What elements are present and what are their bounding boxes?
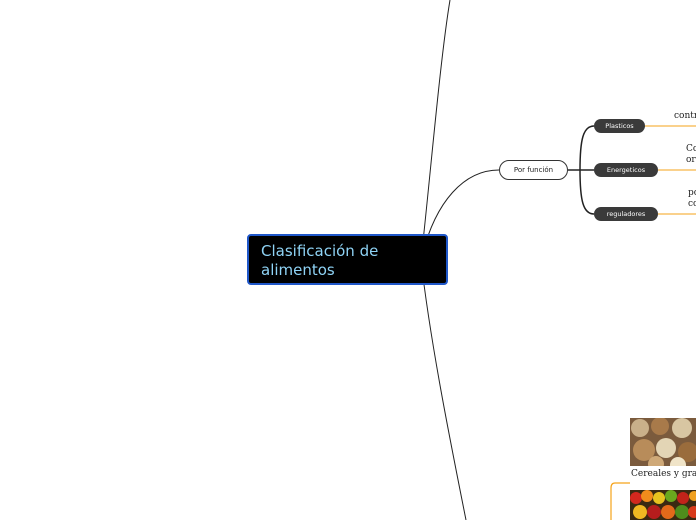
grains-caption: Cereales y grand bbox=[631, 469, 696, 479]
topic-por-funcion[interactable]: Por función bbox=[499, 160, 568, 180]
note-energeticos: Co or bbox=[686, 144, 696, 165]
note-plasticos: contr bbox=[674, 111, 696, 121]
subtopic-reguladores[interactable]: reguladores bbox=[594, 207, 658, 221]
subtopic-energeticos[interactable]: Energeticos bbox=[594, 163, 658, 177]
note-reguladores: po co bbox=[688, 188, 696, 209]
fruits-image bbox=[630, 490, 696, 520]
root-topic[interactable]: Clasificación de alimentos bbox=[247, 234, 448, 285]
grains-image bbox=[630, 418, 696, 466]
subtopic-plasticos[interactable]: Plasticos bbox=[594, 119, 645, 133]
